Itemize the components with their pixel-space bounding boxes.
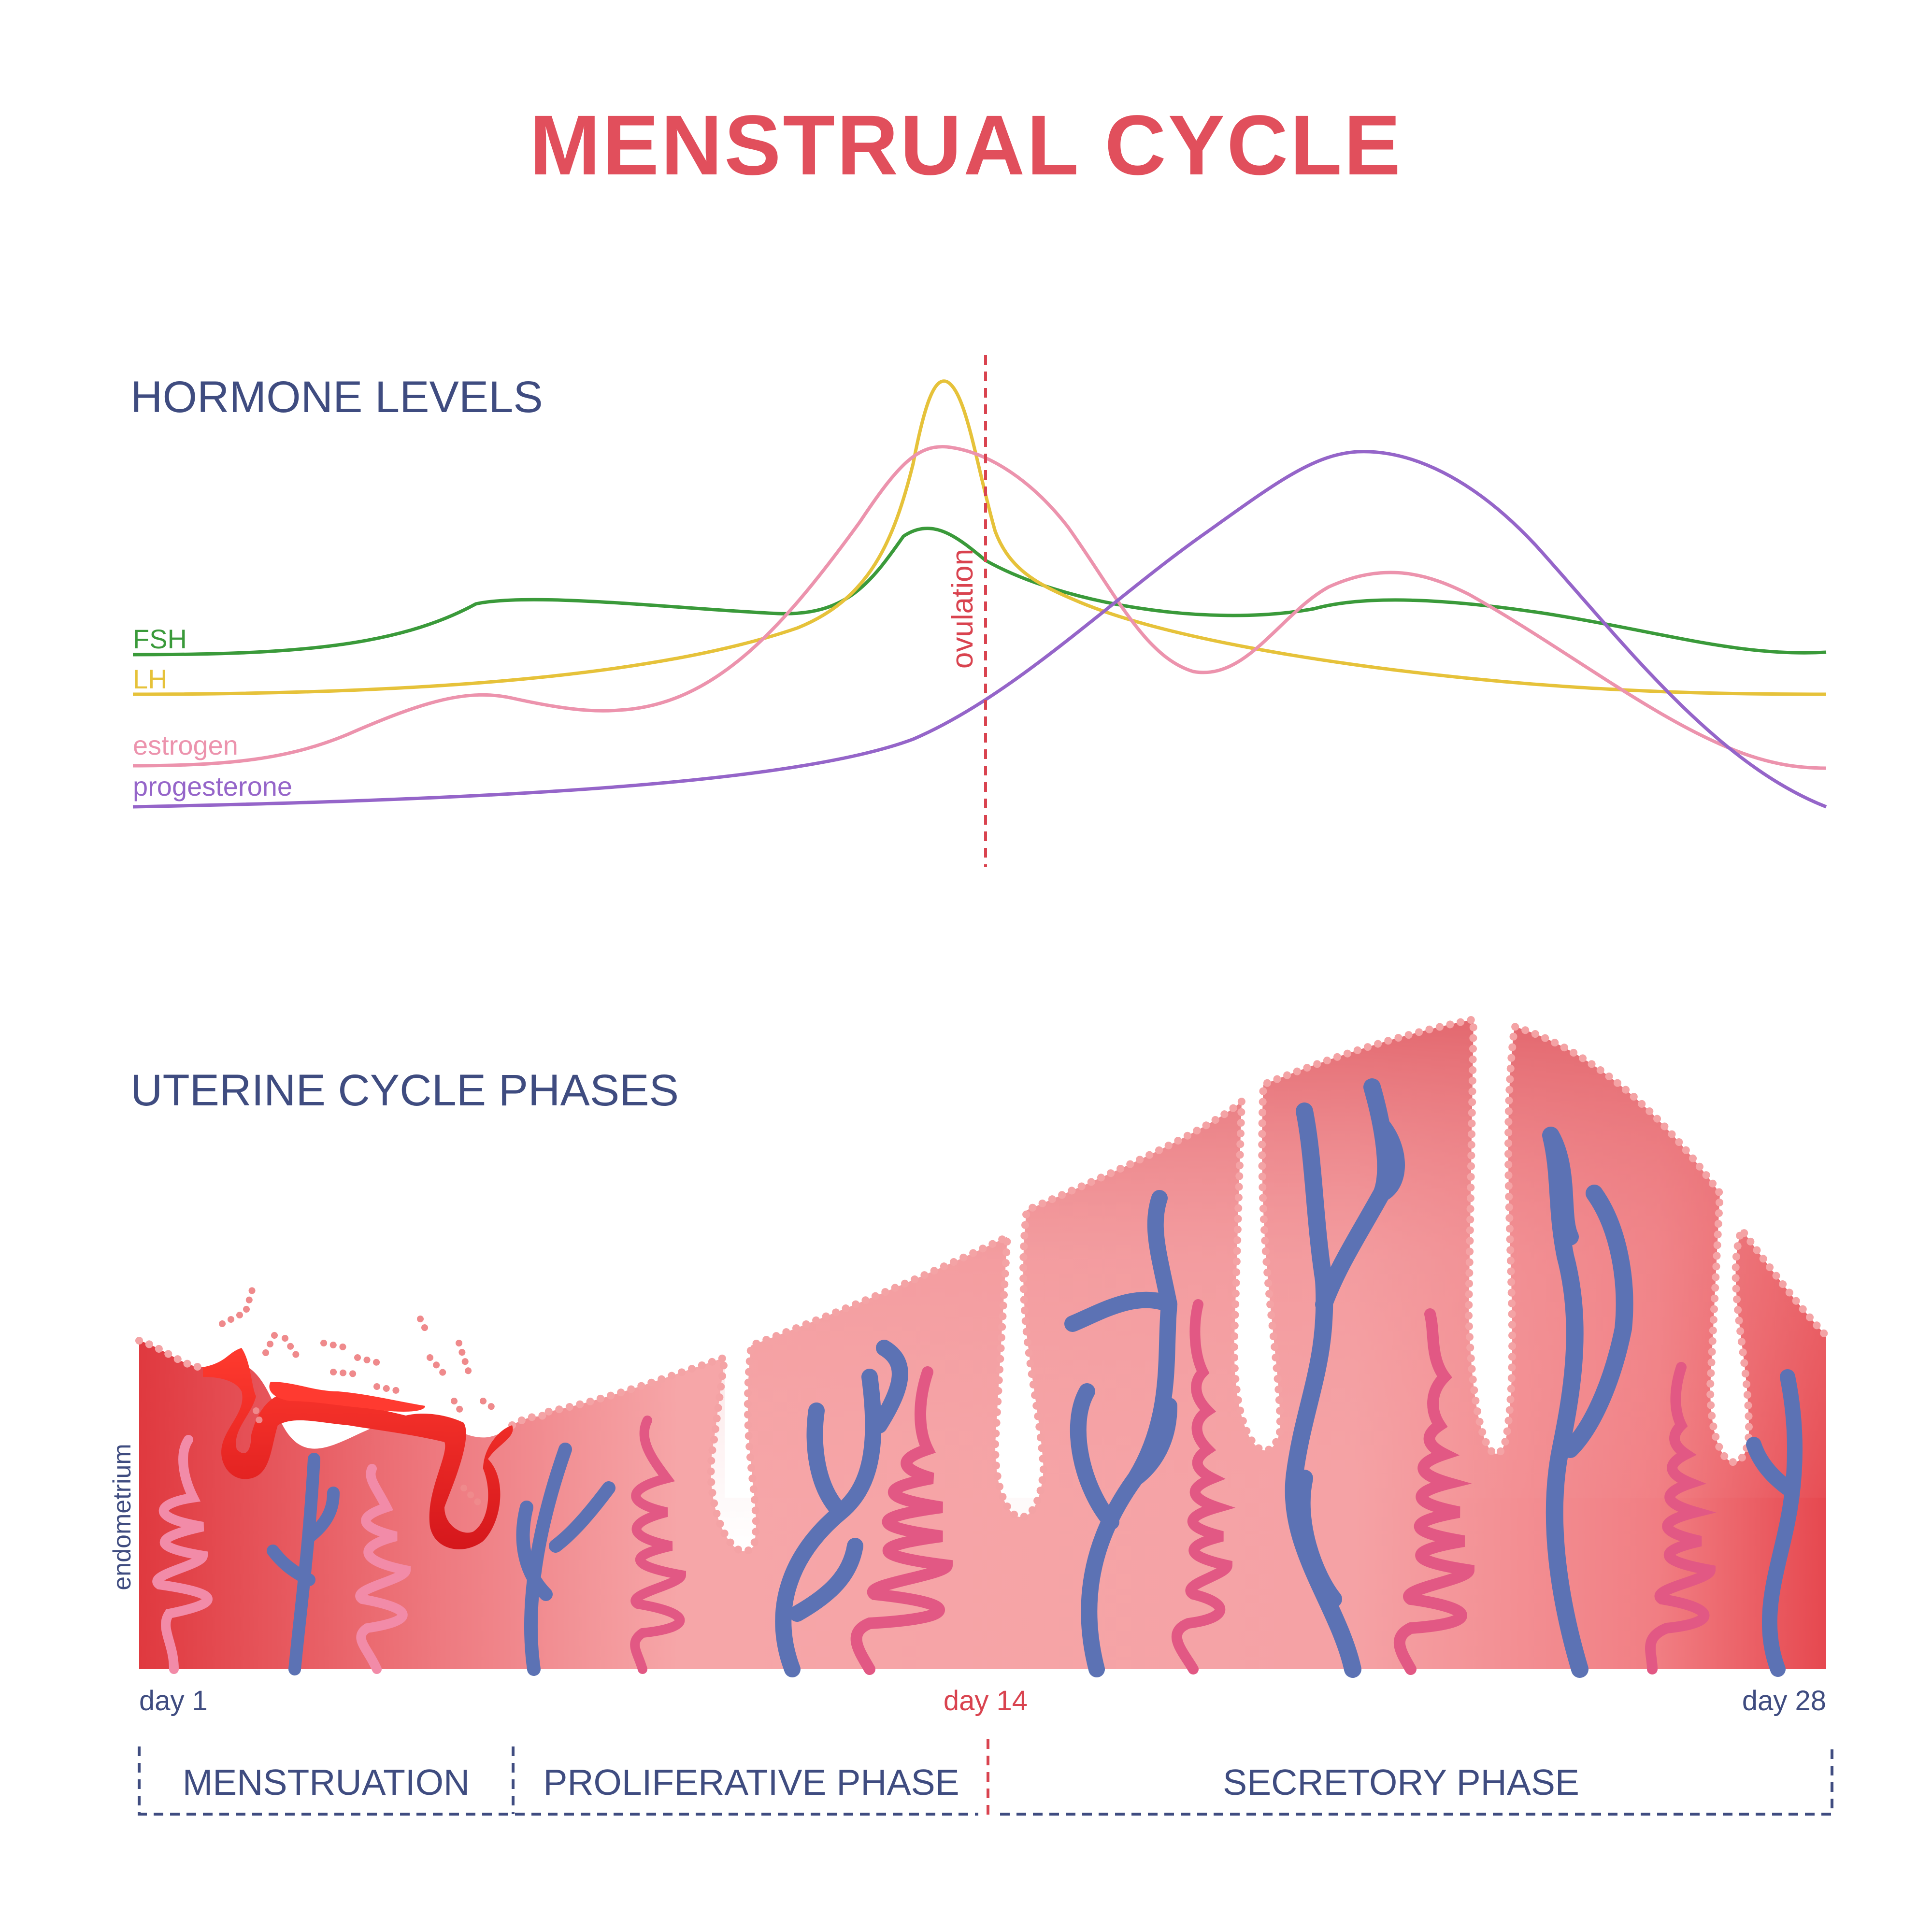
day-14-label: day 14 [944,1685,1028,1717]
phase-secretory: SECRETORY PHASE [1223,1762,1579,1803]
fsh-curve [132,527,1827,657]
arteries [152,1299,1717,1675]
progesterone-label: progesterone [133,771,292,801]
endometrium-illustration: endometrium [108,1015,1830,1678]
hormone-levels-heading: HORMONE LEVELS [130,372,543,422]
ovulation-label: ovulation [946,549,979,669]
estrogen-curve [132,445,1827,770]
estrogen-label: estrogen [133,730,238,760]
lh-curve [132,379,1827,696]
day-28-label: day 28 [1742,1685,1826,1717]
page-title: MENSTRUAL CYCLE [529,98,1403,193]
phase-brackets [138,1739,1833,1821]
lh-label: LH [133,664,168,694]
hormone-chart: ovulation FSH LH estrogen progesterone [132,355,1827,867]
endometrium-label: endometrium [108,1444,136,1590]
veins [267,1078,1803,1678]
phase-proliferative: PROLIFERATIVE PHASE [543,1762,959,1803]
progesterone-curve [132,450,1827,809]
endometrium-surface-dots [135,1015,1830,1555]
day-1-label: day 1 [139,1685,208,1717]
uterine-phases-heading: UTERINE CYCLE PHASES [130,1066,679,1115]
blood-fragment [269,1382,425,1412]
fsh-label: FSH [133,624,187,654]
phase-menstruation: MENSTRUATION [183,1762,470,1803]
tissue-fragments [219,1282,501,1506]
